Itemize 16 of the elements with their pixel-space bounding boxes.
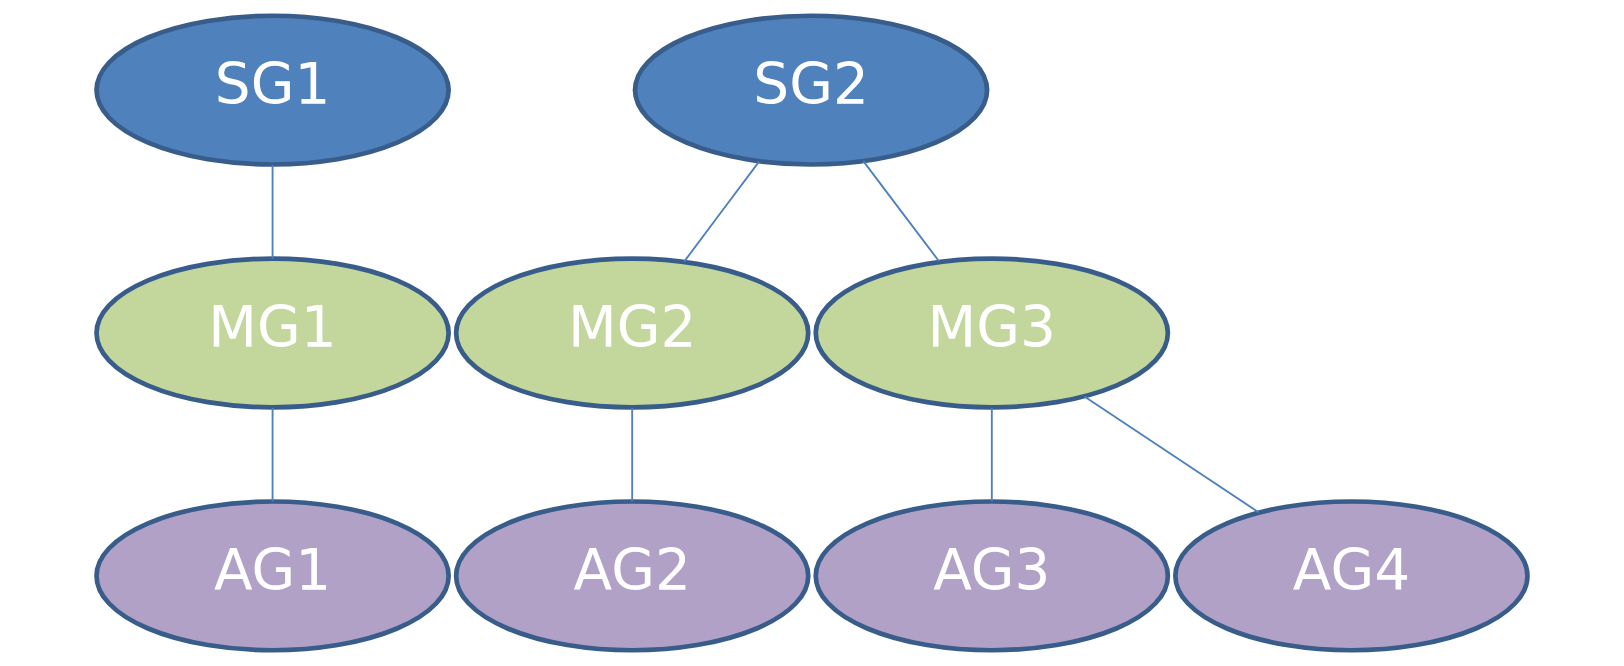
node-ellipse: MG3 xyxy=(813,256,1171,410)
connector xyxy=(990,407,993,503)
node-ellipse: SG1 xyxy=(94,13,451,167)
node-ellipse: AG4 xyxy=(1173,499,1530,653)
connector xyxy=(271,407,274,503)
node-ellipse: MG1 xyxy=(94,256,451,410)
connector xyxy=(862,160,940,263)
node-ellipse: MG2 xyxy=(453,256,811,410)
connector xyxy=(271,164,274,260)
connector xyxy=(631,407,634,503)
node-ellipse: AG2 xyxy=(453,499,811,653)
node-ellipse: AG3 xyxy=(813,499,1171,653)
node-ellipse: AG1 xyxy=(94,499,451,653)
connector xyxy=(1083,395,1260,514)
connector xyxy=(683,160,760,263)
node-ellipse: SG2 xyxy=(632,13,990,167)
